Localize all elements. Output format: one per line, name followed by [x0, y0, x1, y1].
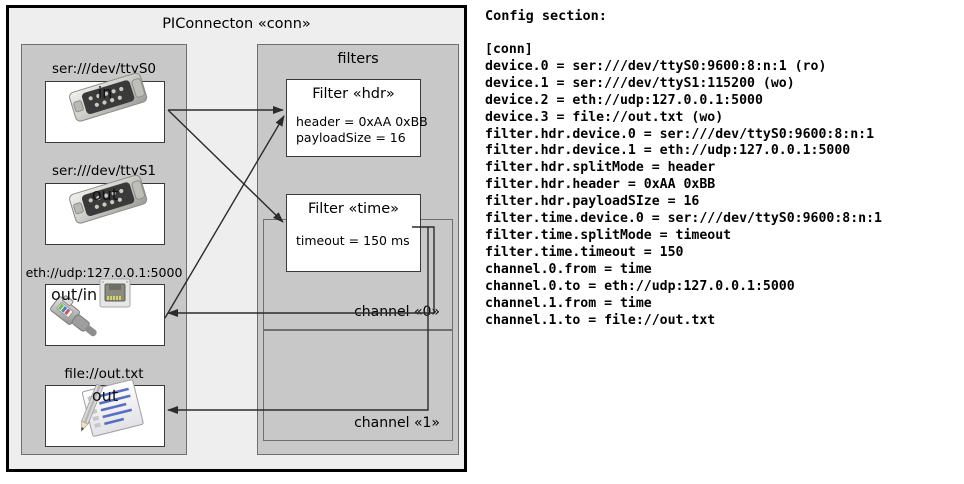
filter-hdr-box[interactable]: Filter «hdr» header = 0xAA 0xBB payloadS… [286, 79, 428, 157]
filter-time-title: Filter «time» [307, 201, 400, 217]
device-2-direction: out/in [51, 285, 98, 304]
config-line: channel.0.to = eth://udp:127.0.0.1:5000 [485, 278, 795, 294]
config-line: [conn] [485, 42, 533, 57]
device-3-label: file://out.txt [64, 366, 144, 382]
config-line: device.3 = file://out.txt (wo) [485, 109, 724, 125]
config-lines: [conn]device.0 = ser:///dev/ttyS0:9600:8… [485, 42, 882, 329]
config-line: device.2 = eth://udp:127.0.0.1:5000 [485, 92, 763, 108]
config-line: filter.hdr.device.1 = eth://udp:127.0.0.… [485, 143, 851, 159]
filter-hdr-prop-1: payloadSize = 16 [296, 130, 406, 145]
filter-time-prop-0: timeout = 150 ms [296, 233, 410, 248]
config-line: filter.hdr.payloadSIze = 16 [485, 194, 700, 210]
config-line: filter.time.timeout = 150 [485, 244, 684, 260]
device-1-label: ser:///dev/ttyS1 [52, 163, 156, 179]
device-0-direction: in [97, 83, 113, 102]
config-line: filter.time.device.0 = ser:///dev/ttyS0:… [485, 211, 882, 227]
config-line: device.0 = ser:///dev/ttyS0:9600:8:n:1 (… [485, 58, 827, 74]
device-1-direction: out [91, 185, 119, 204]
config-line: channel.1.from = time [485, 295, 652, 311]
filter-hdr-prop-0: header = 0xAA 0xBB [296, 114, 428, 129]
config-line: device.1 = ser:///dev/ttyS1:115200 (wo) [485, 75, 795, 91]
page-title: PIConnecton «conn» [162, 16, 311, 32]
connection-frame: PIConnecton «conn» filters channel «0» c… [6, 5, 467, 472]
config-line: filter.hdr.device.0 = ser:///dev/ttyS0:9… [485, 126, 875, 142]
device-0-label: ser:///dev/ttyS0 [52, 61, 156, 77]
config-panel: Config section: [conn]device.0 = ser:///… [482, 0, 964, 484]
filter-time-box[interactable]: Filter «time» timeout = 150 ms [286, 194, 421, 272]
config-line: filter.hdr.splitMode = header [485, 160, 716, 176]
device-3-direction: out [91, 386, 119, 405]
config-line: filter.time.splitMode = timeout [485, 227, 732, 243]
channel-1-label: channel «1» [354, 415, 440, 431]
filter-hdr-title: Filter «hdr» [312, 86, 395, 102]
config-heading: Config section: [485, 8, 607, 24]
config-line: filter.hdr.header = 0xAA 0xBB [485, 177, 716, 193]
config-line: channel.1.to = file://out.txt [485, 312, 716, 328]
filters-group-title: filters [337, 51, 379, 67]
channel-1-group: channel «1» [263, 330, 453, 441]
device-2-label: eth://udp:127.0.0.1:5000 [25, 265, 183, 280]
channel-0-label: channel «0» [354, 304, 440, 320]
config-line: channel.0.from = time [485, 261, 652, 277]
